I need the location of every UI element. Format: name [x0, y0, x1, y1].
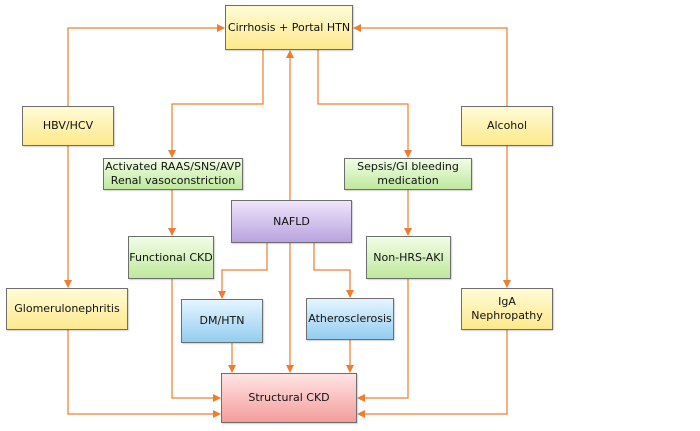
node-iga-nephropathy: IgA Nephropathy	[461, 288, 553, 330]
arrow-iga-to-structural	[357, 330, 508, 418]
arrow-cirrhosis-to-raas	[168, 50, 264, 158]
arrow-glomerulo-to-structural	[67, 330, 221, 418]
node-raas: Activated RAAS/SNS/AVP Renal vasoconstri…	[103, 158, 243, 190]
arrow-hbv-to-cirrhosis	[67, 24, 225, 106]
node-dm-htn: DM/HTN	[181, 299, 263, 343]
node-alcohol: Alcohol	[461, 106, 553, 146]
node-structural-ckd: Structural CKD	[221, 373, 357, 423]
node-glomerulonephritis: Glomerulonephritis	[6, 288, 128, 330]
node-nafld: NAFLD	[231, 200, 352, 243]
node-non-hrs-aki: Non-HRS-AKI	[366, 236, 451, 279]
node-atherosclerosis: Atherosclerosis	[306, 298, 394, 340]
node-cirrhosis: Cirrhosis + Portal HTN	[225, 5, 353, 50]
arrow-nafld-to-atherosclerosis	[313, 243, 354, 298]
arrow-alcohol-to-cirrhosis	[353, 24, 508, 106]
arrow-cirrhosis-to-sepsis	[317, 50, 412, 158]
node-sepsis: Sepsis/GI bleeding medication	[344, 158, 472, 190]
node-functional-ckd: Functional CKD	[128, 236, 214, 279]
arrow-non-hrs-to-structural	[357, 279, 409, 402]
arrow-nafld-to-dm-htn	[218, 243, 268, 299]
arrow-functional-to-structural	[171, 279, 221, 402]
node-hbv-hcv: HBV/HCV	[22, 106, 114, 146]
